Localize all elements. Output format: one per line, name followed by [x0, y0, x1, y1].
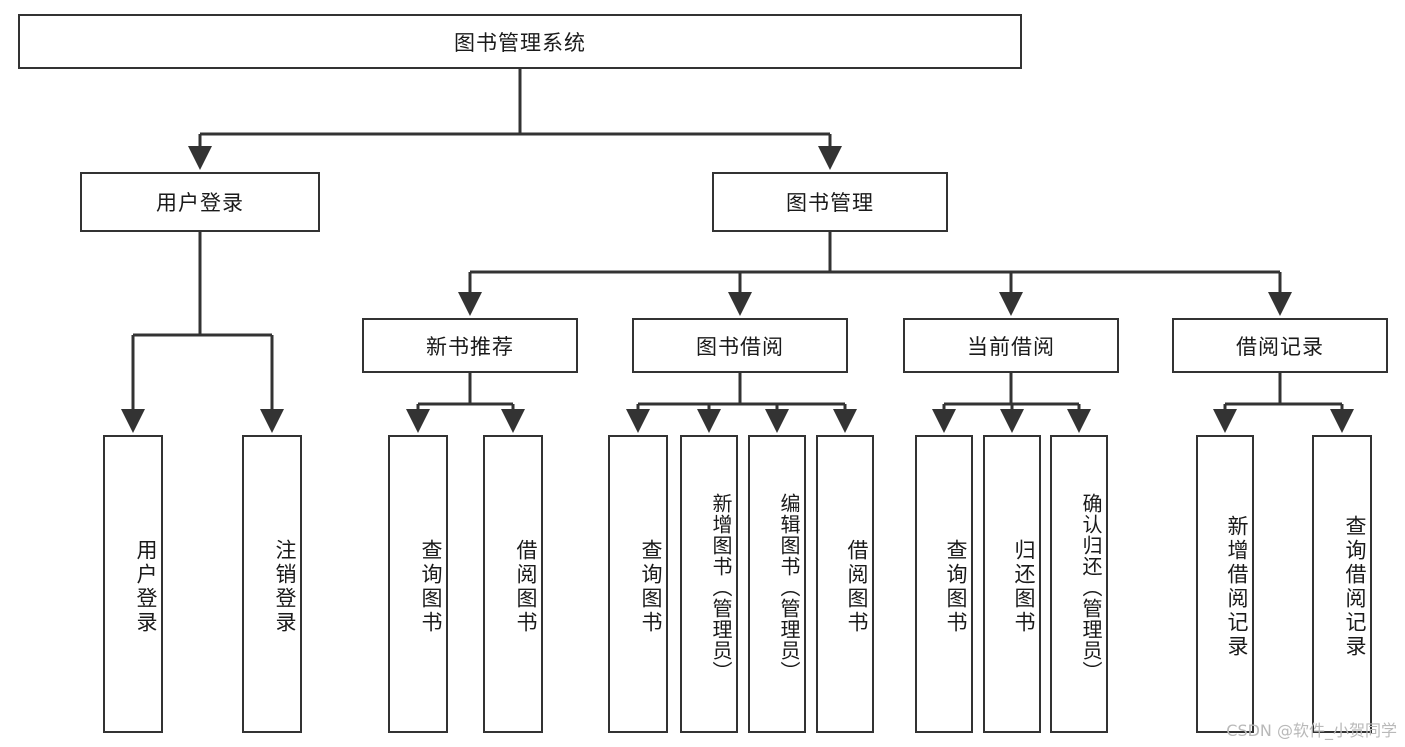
node-leaf-query-book-borrow[interactable]: 查询图书: [608, 435, 668, 733]
node-root-system[interactable]: 图书管理系统: [18, 14, 1022, 69]
node-leaf-query-book-current[interactable]: 查询图书: [915, 435, 973, 733]
node-leaf-return-book-label: 归还图书: [1012, 539, 1036, 635]
node-leaf-edit-book-admin[interactable]: 编辑图书（管理员）: [748, 435, 806, 733]
node-leaf-edit-book-admin-label: 编辑图书（管理员）: [777, 492, 801, 682]
node-leaf-return-book[interactable]: 归还图书: [983, 435, 1041, 733]
node-leaf-query-book-recommend-label: 查询图书: [419, 539, 443, 635]
node-leaf-query-book-current-label: 查询图书: [944, 539, 968, 635]
node-leaf-query-book-recommend[interactable]: 查询图书: [388, 435, 448, 733]
node-leaf-confirm-return-admin-label: 确认归还（管理员）: [1079, 492, 1103, 682]
csdn-watermark: CSDN @软件_小贺同学: [1226, 721, 1397, 740]
node-new-book-recommend[interactable]: 新书推荐: [362, 318, 578, 373]
node-current-borrow[interactable]: 当前借阅: [903, 318, 1119, 373]
node-leaf-borrow-book-label: 借阅图书: [845, 539, 869, 635]
node-leaf-user-login[interactable]: 用户登录: [103, 435, 163, 733]
node-root-label: 图书管理系统: [454, 30, 586, 55]
node-leaf-query-book-borrow-label: 查询图书: [639, 539, 663, 635]
node-leaf-borrow-book-recommend-label: 借阅图书: [514, 539, 538, 635]
node-leaf-query-borrow-record[interactable]: 查询借阅记录: [1312, 435, 1372, 733]
node-leaf-query-borrow-record-label: 查询借阅记录: [1343, 515, 1367, 659]
node-leaf-borrow-book[interactable]: 借阅图书: [816, 435, 874, 733]
node-leaf-borrow-book-recommend[interactable]: 借阅图书: [483, 435, 543, 733]
node-borrow-record-label: 借阅记录: [1236, 334, 1324, 359]
node-leaf-add-borrow-record[interactable]: 新增借阅记录: [1196, 435, 1254, 733]
node-book-manage-label: 图书管理: [786, 191, 874, 215]
node-book-borrow[interactable]: 图书借阅: [632, 318, 848, 373]
node-user-login-label: 用户登录: [156, 191, 244, 215]
node-book-borrow-label: 图书借阅: [696, 334, 784, 359]
node-leaf-add-borrow-record-label: 新增借阅记录: [1225, 515, 1249, 659]
node-leaf-logout[interactable]: 注销登录: [242, 435, 302, 733]
node-leaf-user-login-label: 用户登录: [134, 539, 158, 635]
node-leaf-confirm-return-admin[interactable]: 确认归还（管理员）: [1050, 435, 1108, 733]
node-book-manage[interactable]: 图书管理: [712, 172, 948, 232]
node-leaf-add-book-admin-label: 新增图书（管理员）: [709, 492, 733, 682]
node-leaf-logout-label: 注销登录: [273, 539, 297, 635]
node-leaf-add-book-admin[interactable]: 新增图书（管理员）: [680, 435, 738, 733]
node-user-login[interactable]: 用户登录: [80, 172, 320, 232]
node-borrow-record[interactable]: 借阅记录: [1172, 318, 1388, 373]
node-current-borrow-label: 当前借阅: [967, 334, 1055, 359]
node-new-book-recommend-label: 新书推荐: [426, 334, 514, 359]
